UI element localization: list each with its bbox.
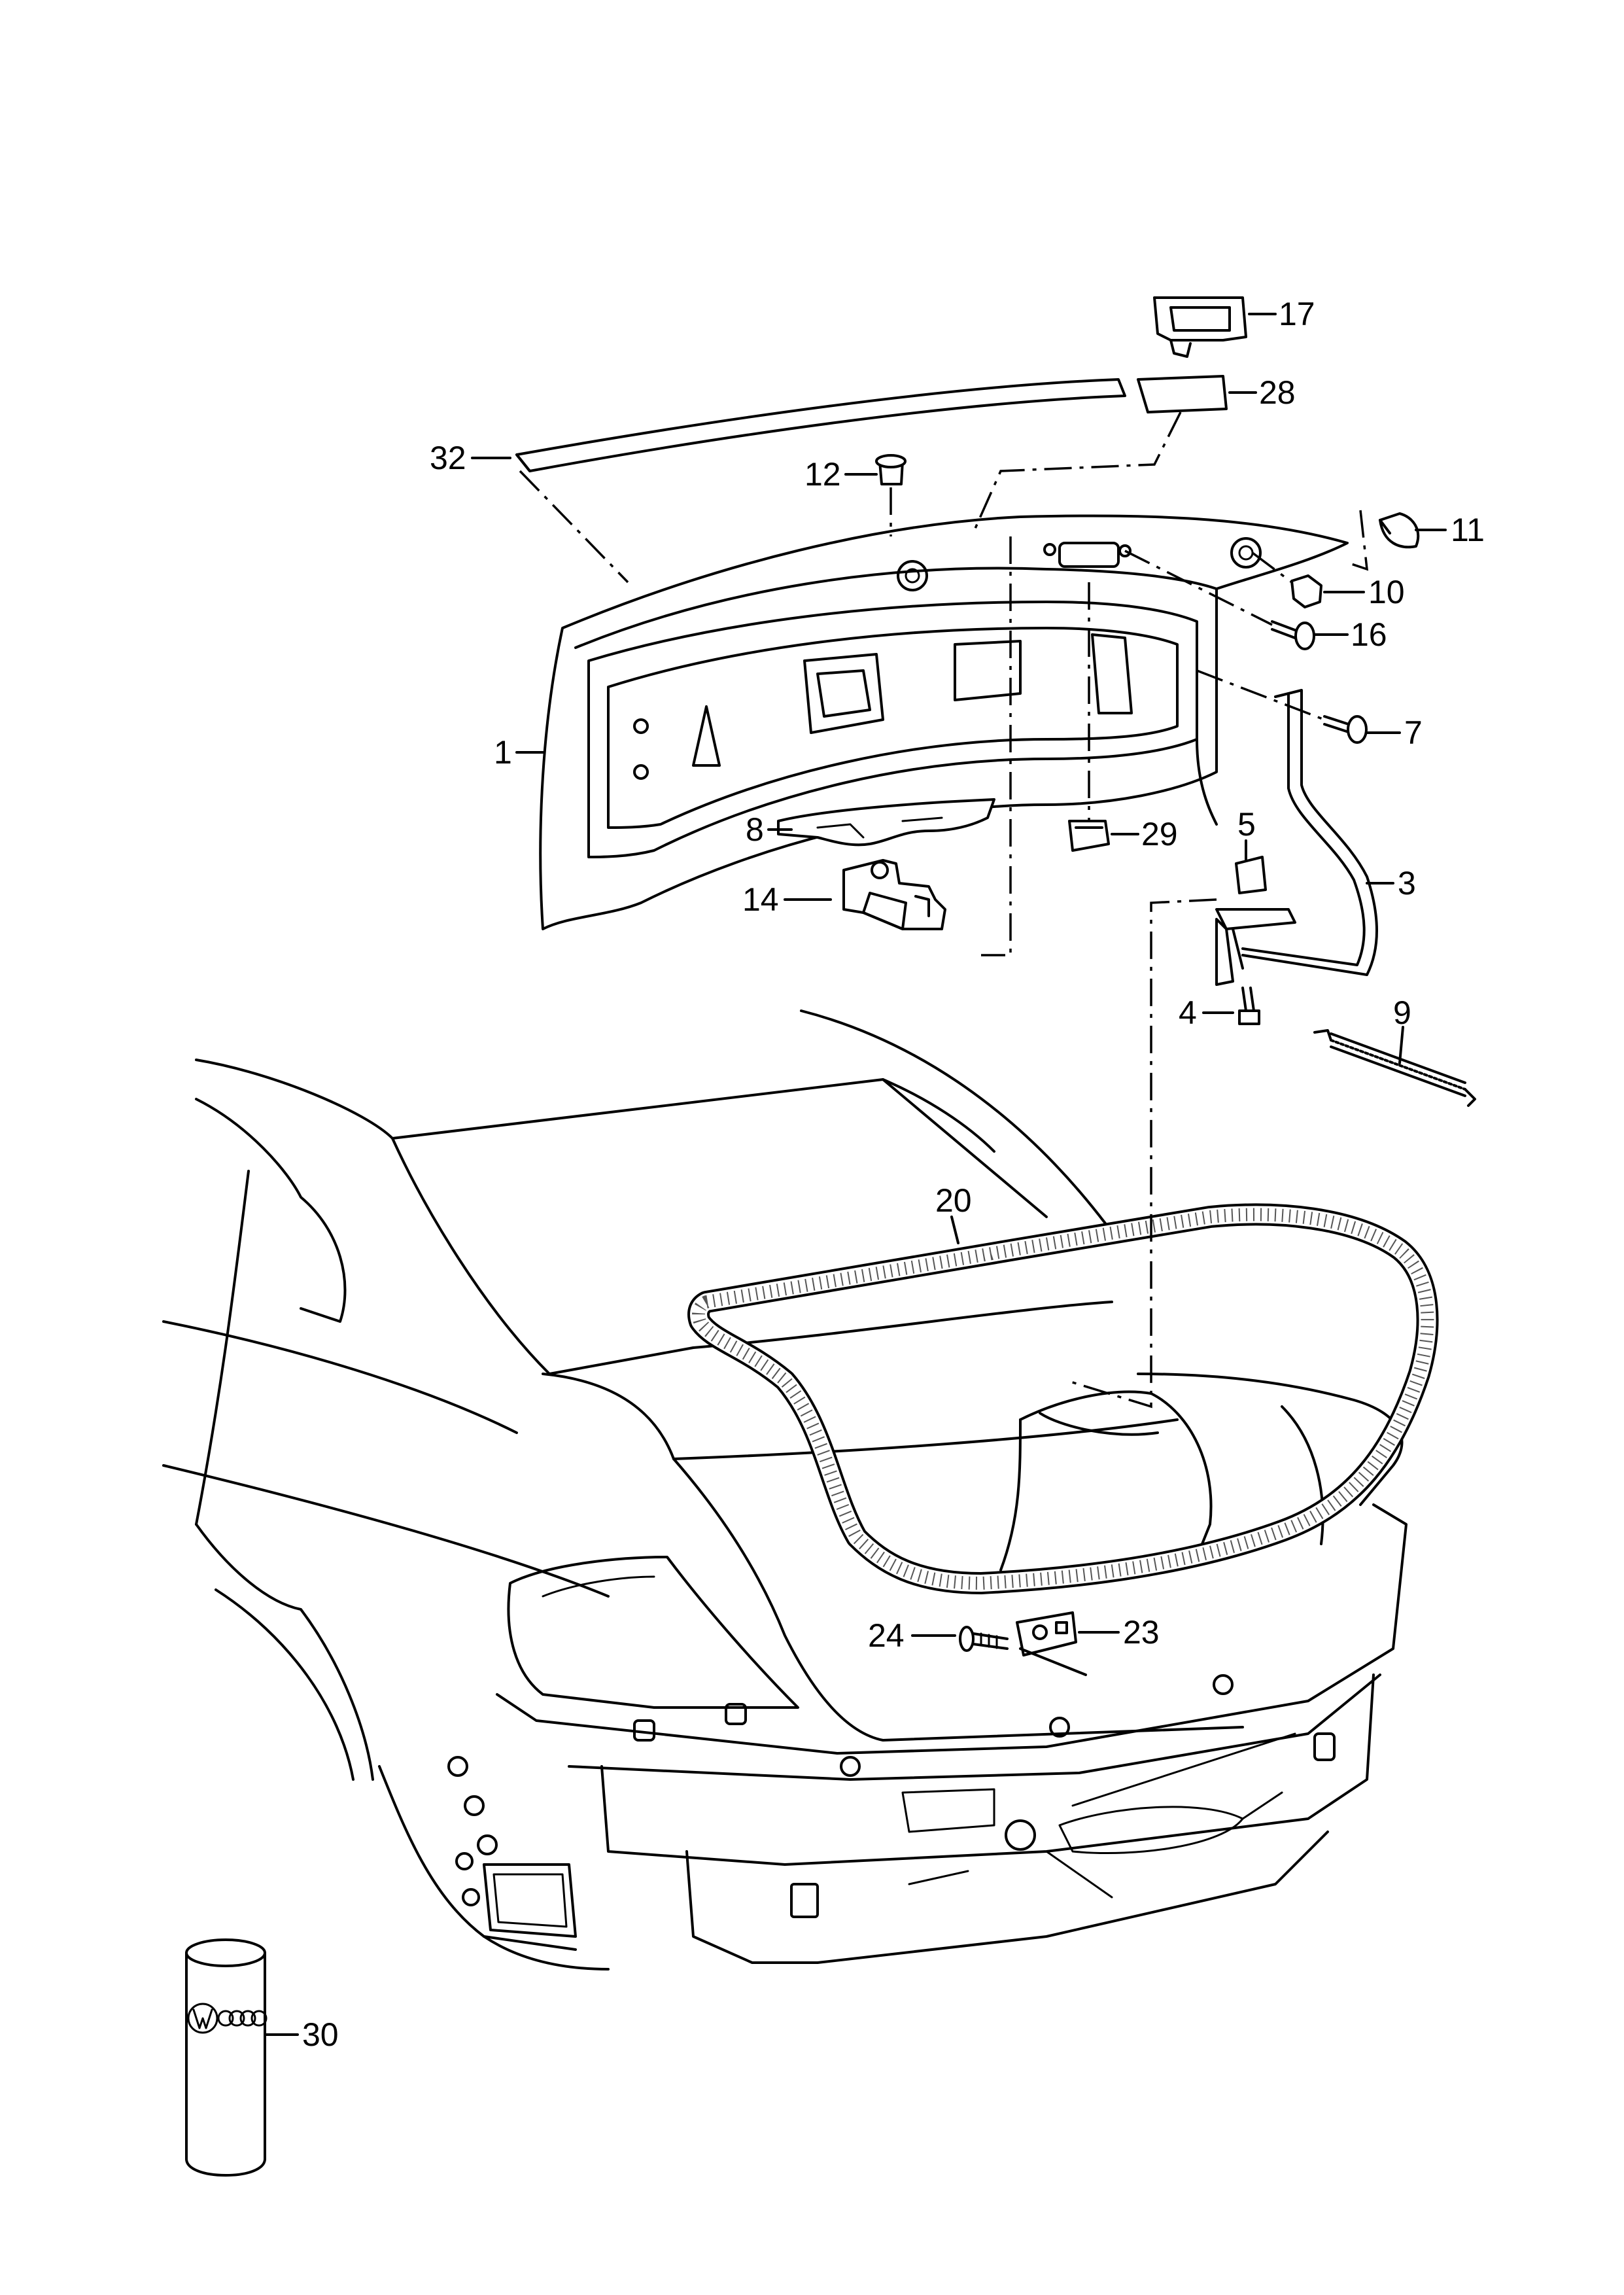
label-part-8: 8	[746, 811, 764, 848]
label-part-23: 23	[1123, 1614, 1160, 1651]
spray-can-part-30	[185, 1938, 268, 2177]
label-part-9: 9	[1393, 994, 1411, 1031]
label-part-5: 5	[1237, 806, 1256, 843]
bolt-part-4	[1238, 987, 1260, 1025]
hinge-part-3	[1241, 689, 1378, 976]
label-part-12: 12	[804, 456, 841, 493]
vw-logo	[187, 2003, 218, 2034]
striker-part-23	[1016, 1611, 1087, 1676]
grommet-part-12	[875, 454, 907, 485]
mounting-holes	[447, 1674, 1336, 1918]
label-part-10: 10	[1368, 574, 1405, 610]
hinge-bracket	[1215, 908, 1296, 986]
label-part-16: 16	[1351, 616, 1387, 653]
label-part-29: 29	[1141, 816, 1178, 852]
label-part-20: 20	[935, 1182, 972, 1219]
reference-lines	[519, 412, 1369, 1409]
label-part-7: 7	[1404, 714, 1423, 751]
bolt-part-7	[1323, 715, 1368, 744]
label-part-3: 3	[1398, 865, 1416, 902]
nut-part-10	[1290, 574, 1322, 608]
bolt-part-24	[959, 1626, 1009, 1652]
car-rear-body	[162, 1009, 1408, 1971]
handle-trim-part-8	[777, 798, 995, 847]
label-part-11: 11	[1451, 512, 1485, 548]
label-part-17: 17	[1279, 296, 1315, 332]
pad-part-28	[1137, 375, 1228, 413]
buffer-part-29	[1068, 820, 1110, 852]
trunk-lid-part-1	[539, 514, 1349, 930]
clip-nut-part-5	[1235, 856, 1267, 894]
label-part-32: 32	[430, 440, 466, 476]
label-part-30: 30	[302, 2016, 339, 2053]
label-part-1: 1	[494, 734, 512, 771]
trunk-seal-part-20	[687, 1203, 1439, 1594]
spring-part-9	[1313, 1029, 1476, 1107]
leader-lines	[264, 313, 1447, 2036]
label-part-4: 4	[1179, 994, 1197, 1031]
part-labels: 17 28 32 12 11 10 16 7 1 8 29 5 3 14 4 9…	[302, 296, 1485, 2053]
lock-part-14	[842, 859, 946, 930]
label-part-14: 14	[742, 881, 779, 918]
bolt-part-16	[1271, 620, 1315, 650]
trim-strip-part-32	[515, 378, 1126, 472]
audi-rings-logo	[217, 2010, 268, 2027]
clip-part-11	[1379, 512, 1420, 549]
label-part-24: 24	[868, 1617, 905, 1654]
cover-cap-part-17	[1153, 296, 1247, 358]
label-part-28: 28	[1259, 374, 1296, 411]
